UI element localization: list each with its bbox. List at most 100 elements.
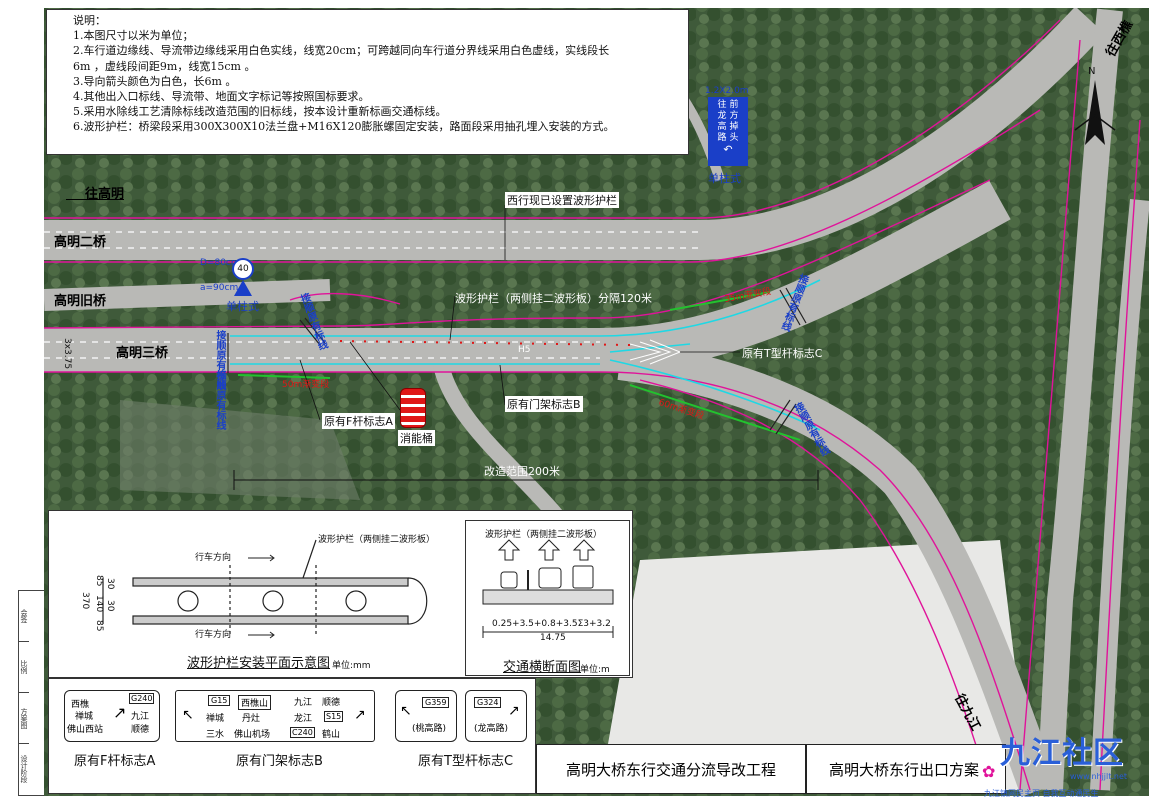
- sign-c-right-arrow-icon: ↗: [508, 703, 520, 719]
- uturn-c4: 方: [729, 111, 739, 121]
- uturn-c5: 高: [717, 122, 727, 132]
- sign-b-route: G15: [208, 695, 231, 706]
- lane-markings: [44, 231, 700, 359]
- blue-note-1: 接顺原有标线: [214, 330, 225, 390]
- sign-b-p3d: S15: [324, 711, 344, 722]
- blue-note-5: 接顺原有标线: [214, 370, 225, 430]
- sign-b-p3c: 顺德: [322, 698, 341, 708]
- plan-dim-30b: 30: [105, 600, 115, 612]
- north-arrow: [1074, 80, 1116, 145]
- ann-left-dim: 3x3.75: [62, 338, 72, 370]
- sign-b-p2c: 佛山机场: [234, 730, 271, 740]
- note-3: 3.导向箭头颜色为白色，长6m 。: [73, 74, 237, 88]
- binding-strip: 会签 比例 方案图 设计阶段: [18, 590, 44, 796]
- strip-cell-2: 比例: [19, 642, 29, 693]
- speed-limit-value: 40: [237, 264, 249, 274]
- note-4: 4.其他出入口标线、导流带、地面文字标记等按照国标要求。: [73, 90, 370, 104]
- sign-a-arrow-icon: ↗: [113, 703, 127, 722]
- crash-barrel-icon: [400, 388, 426, 428]
- sign-c-right-sub: (龙高路): [474, 724, 509, 734]
- hatch-marks: [227, 287, 807, 435]
- sign-a-right-top: 九江: [131, 712, 150, 722]
- ann-gantry-sign: 原有门架标志B: [505, 396, 583, 412]
- sign-b-arrow-left-icon: ↖: [182, 707, 194, 723]
- label-bridge2: 高明二桥: [54, 235, 107, 250]
- label-old-bridge: 高明旧桥: [54, 294, 107, 309]
- plan-direction-top: 行车方向: [195, 553, 232, 563]
- plan-unit: 单位:mm: [332, 661, 371, 671]
- sign-c-left-sub: (桃高路): [412, 724, 447, 734]
- project-title: 高明大桥东行交通分流导改工程: [536, 744, 806, 794]
- ann-scope: 改造范围200米: [484, 465, 560, 478]
- watermark-slogan: 九江镇网民主页 自我互动通民生: [984, 789, 1099, 798]
- sign-a-left-top: 西樵: [71, 700, 90, 710]
- plan-dim-370: 370: [80, 592, 90, 610]
- ann-crash-barrel: 消能桶: [398, 430, 435, 446]
- section-title: 交通横断面图: [503, 660, 582, 675]
- plan-dim-85b: 85: [94, 620, 104, 632]
- sign-c-left: ↖ G359 (桃高路): [395, 690, 457, 742]
- sign-a-route: G240: [129, 693, 155, 704]
- uturn-row-3: 高 掉: [708, 122, 748, 133]
- ann-green-50: 50m渐变段: [282, 380, 330, 390]
- sign-b-p1a: 禅城: [206, 714, 225, 724]
- speed-limit-sign: 40: [232, 258, 254, 280]
- guardrail-plan-svg: [102, 539, 428, 639]
- scope-dimension: [233, 470, 819, 490]
- plan-title: 波形护栏安装平面示意图: [187, 656, 331, 671]
- sign-a-left-mid: 禅城: [75, 712, 94, 722]
- note-5: 5.采用水除线工艺清除标线改造范围的旧标线，按本设计重新标画交通标线。: [73, 105, 447, 119]
- note-2: 2.车行道边缘线、导流带边缘线采用白色实线，线宽20cm；可跨越同向车行道分界线…: [73, 44, 610, 58]
- north-label: N: [1088, 66, 1096, 77]
- section-unit: 单位:m: [580, 665, 610, 675]
- watermark-logo: 九江社区: [1000, 736, 1124, 771]
- sign-c-left-arrow-icon: ↖: [400, 703, 412, 719]
- plan-direction-bottom: 行车方向: [195, 630, 232, 640]
- strip-cell-1: 会签: [19, 591, 29, 642]
- sign-c-right-route: G324: [474, 697, 502, 708]
- transition-lines: [237, 291, 801, 441]
- plan-guardrail-label: 波形护栏（两侧挂二波形板）: [318, 535, 436, 545]
- plan-dim-85a: 85: [94, 575, 104, 587]
- sign-b-p3route: C240: [290, 727, 315, 738]
- design-outlines: [44, 19, 1141, 791]
- uturn-c1: 往: [717, 100, 727, 110]
- uturn-c6: 掉: [729, 122, 739, 132]
- section-guardrail-label: 波形护栏（两侧挂二波形板）: [485, 530, 603, 540]
- sign-b-p1b: 三水: [206, 730, 225, 740]
- uturn-sign: 往 前 龙 方 高 掉 路 头 ↶: [708, 97, 748, 166]
- uturn-row-2: 龙 方: [708, 111, 748, 122]
- sign-b-p3b: 龙江: [294, 714, 313, 724]
- strip-cell-4: 设计阶段: [20, 755, 28, 783]
- ann-f-pole-sign: 原有F杆标志A: [322, 413, 395, 429]
- sign-b-p2a: 西樵山: [238, 695, 272, 710]
- new-lane-markings: [230, 279, 821, 431]
- notes-panel: 说明： 1.本图尺寸以米为单位； 2.车行道边缘线、导流带边缘线采用白色实线，线…: [46, 9, 689, 155]
- ann-t-pole-sign: 原有T型杆标志C: [742, 347, 823, 360]
- ann-h5: H5: [518, 345, 531, 355]
- ground-patch: [120, 400, 360, 500]
- sign-b: G15 禅城 三水 ↖ 西樵山 丹灶 佛山机场 九江 龙江 C240 顺德 S1…: [175, 690, 375, 742]
- sign-c-caption: 原有T型杆标志C: [418, 754, 514, 769]
- notes-heading: 说明：: [73, 14, 106, 27]
- section-total: 14.75: [540, 633, 566, 643]
- sign-c-right: G324 ↗ (龙高路): [465, 690, 527, 742]
- label-to-gaoming: 往高明: [85, 187, 125, 202]
- ann-a90: a=90cm: [200, 283, 239, 293]
- sign-b-p2b: 丹灶: [242, 714, 261, 724]
- note-1: 1.本图尺寸以米为单位；: [73, 29, 194, 43]
- sign-a-right-bot: 顺德: [131, 725, 150, 735]
- drawing-title: 高明大桥东行出口方案: [806, 744, 1006, 794]
- sign-b-p3e: 鹤山: [322, 730, 341, 740]
- sign-a-caption: 原有F杆标志A: [74, 754, 156, 769]
- label-bridge3: 高明三桥: [116, 346, 169, 361]
- note-6: 6.波形护栏：桥梁段采用300X300X10法兰盘+M16X120膨胀螺固定安装…: [73, 120, 615, 134]
- uturn-row-1: 往 前: [708, 100, 748, 111]
- strip-cell-3: 方案图: [19, 693, 29, 744]
- ann-d80: D=80cm: [200, 258, 240, 268]
- ann-west-guardrail: 西行现已设置波形护栏: [505, 192, 619, 208]
- cross-section-svg: [482, 539, 614, 638]
- guardrail-line: [339, 340, 631, 346]
- uturn-c7: 路: [717, 133, 727, 143]
- uturn-arrow-icon: ↶: [723, 143, 733, 156]
